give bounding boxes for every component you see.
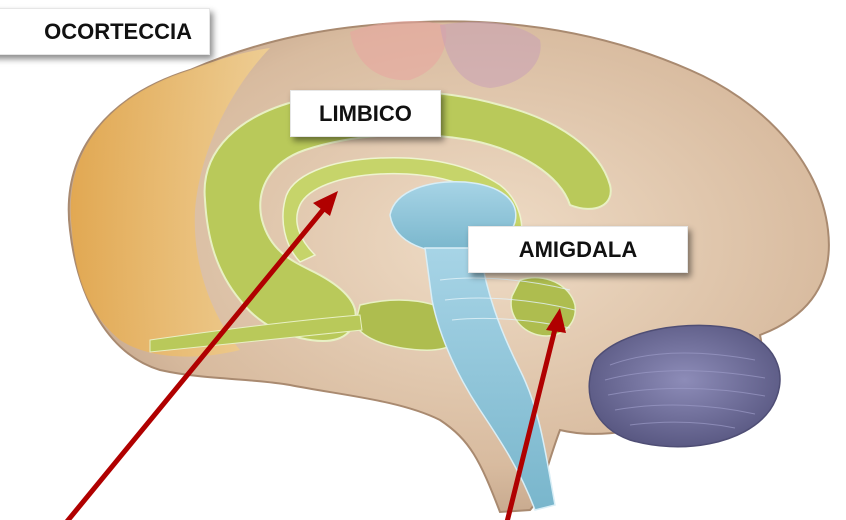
amygdala-label: AMIGDALA <box>468 226 688 273</box>
neocortex-label-text: OCORTECCIA <box>44 21 210 43</box>
limbic-label-text: LIMBICO <box>319 101 412 126</box>
limbic-label: LIMBICO <box>290 90 441 137</box>
amygdala-label-text: AMIGDALA <box>519 237 638 262</box>
neocortex-label: OCORTECCIA <box>0 8 210 55</box>
cerebellum <box>589 325 780 446</box>
